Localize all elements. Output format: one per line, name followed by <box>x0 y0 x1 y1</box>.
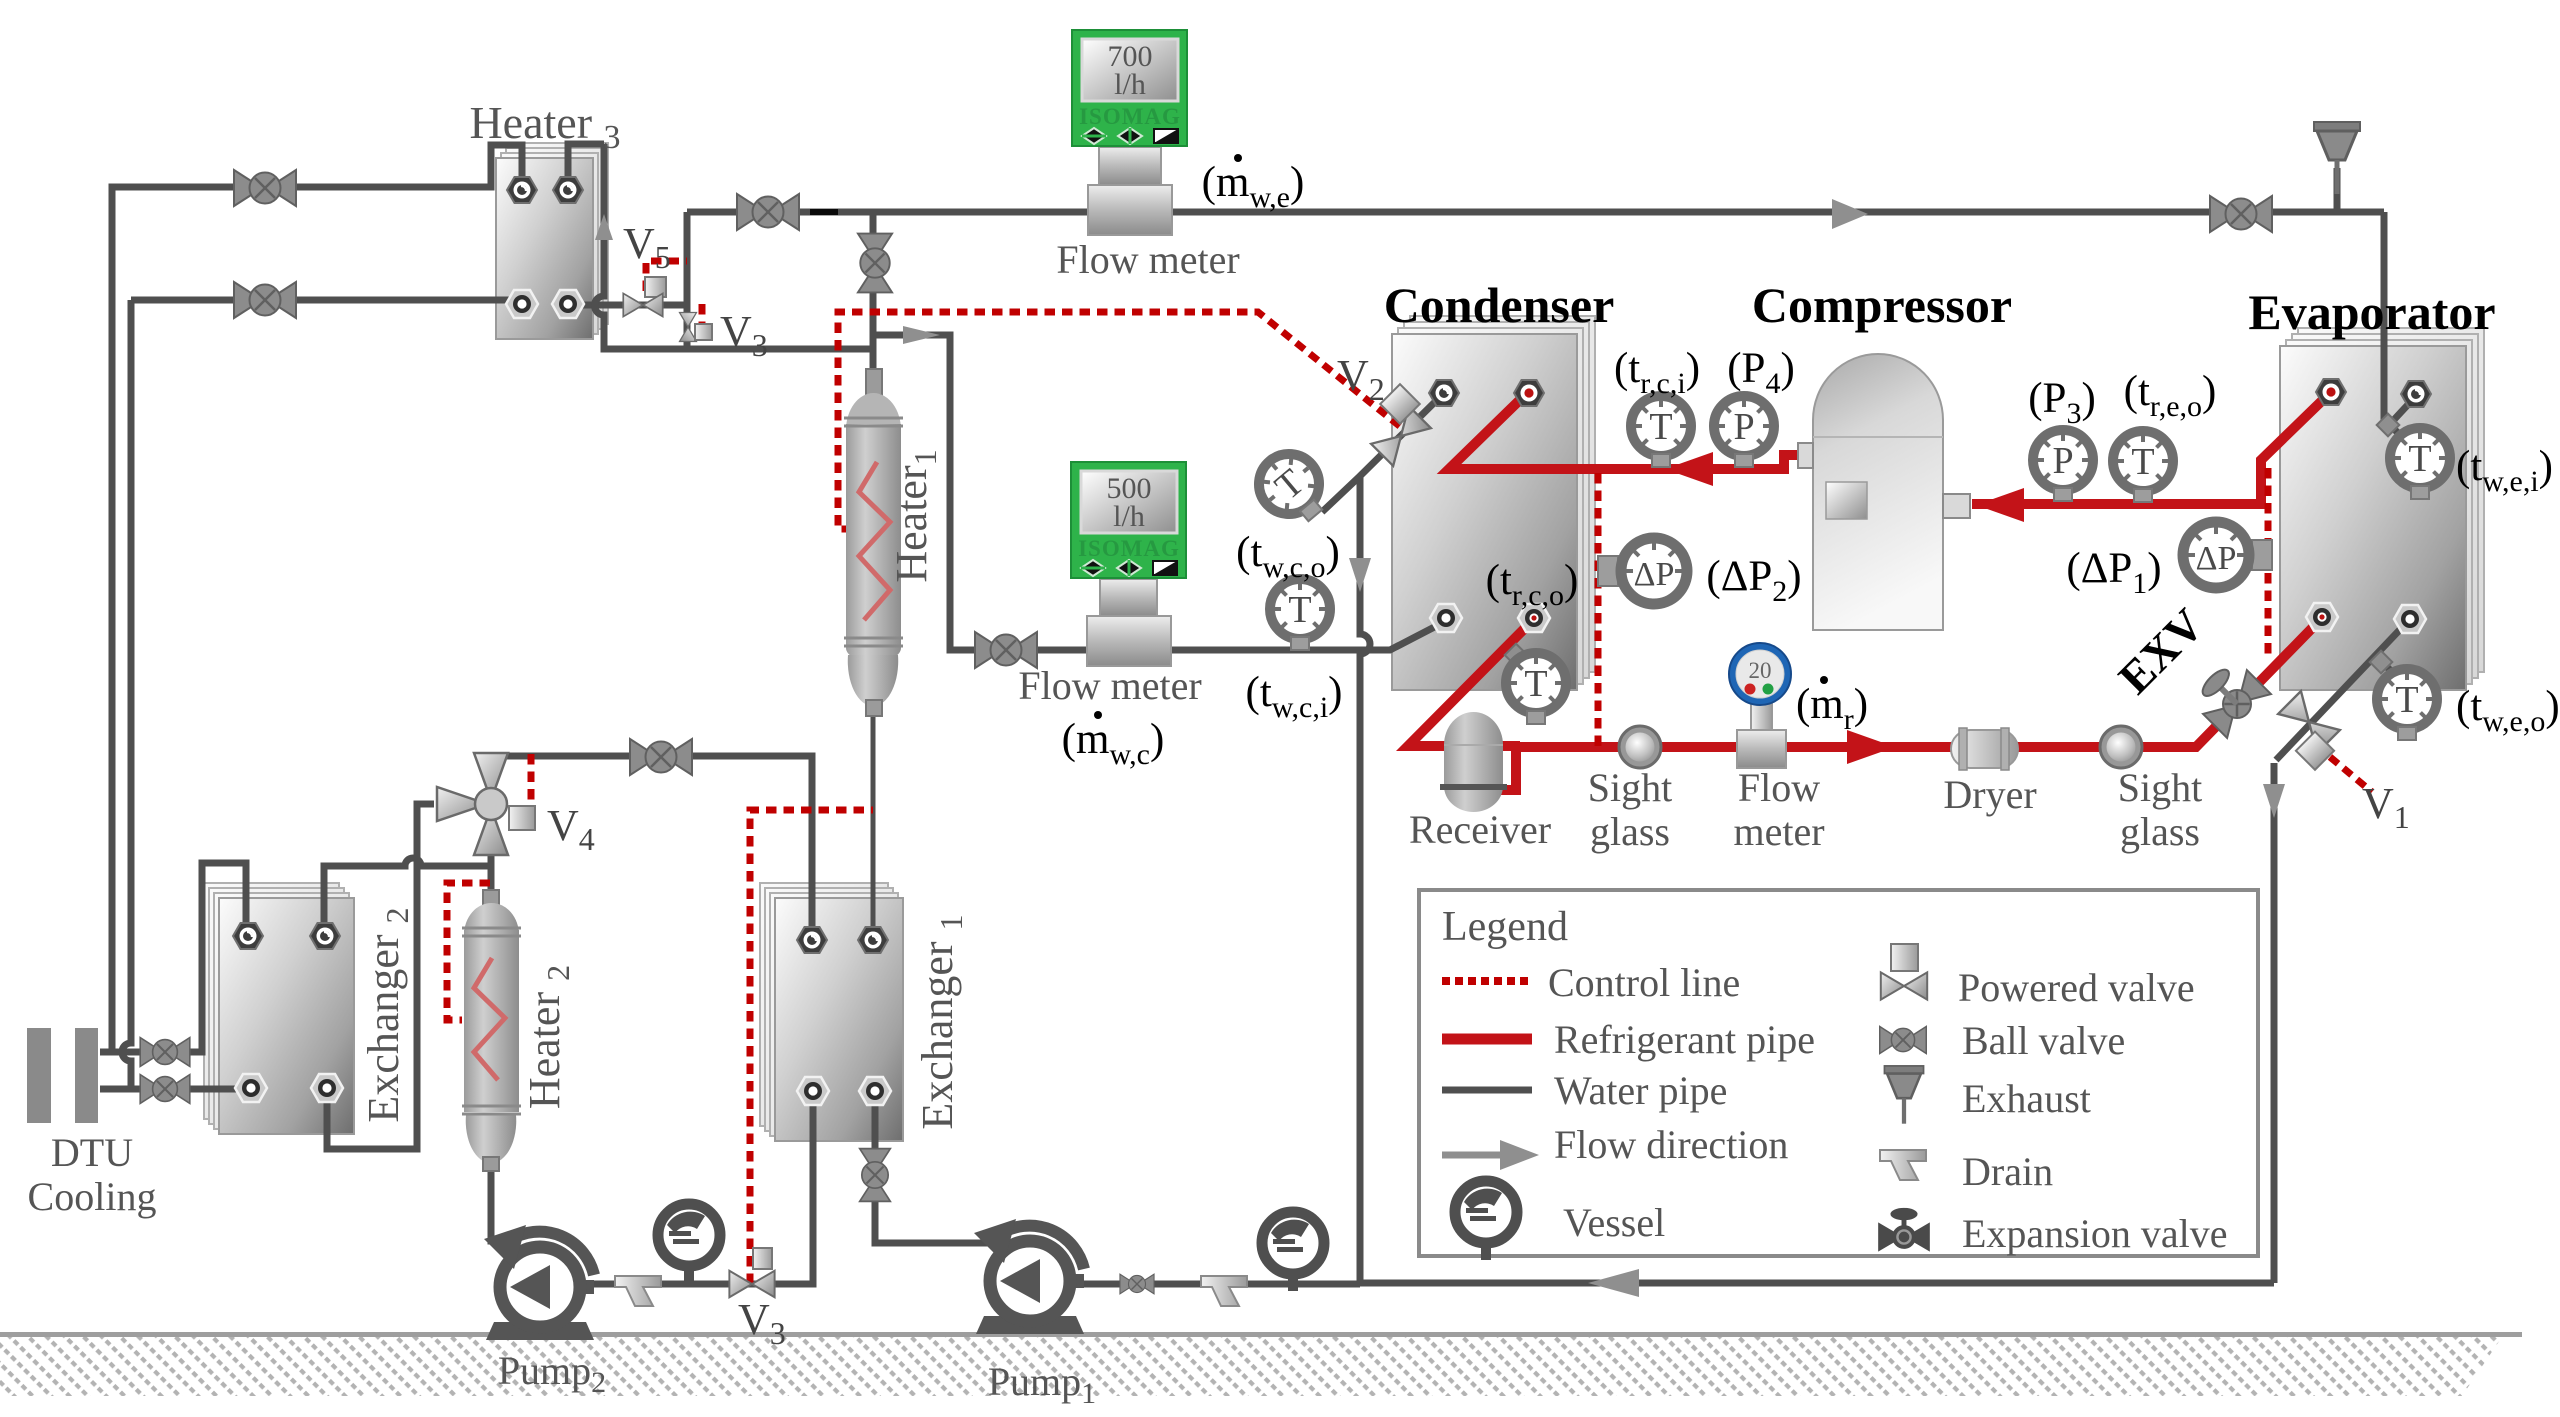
svg-text:Exchanger 1: Exchanger 1 <box>913 914 969 1129</box>
svg-text:Vessel: Vessel <box>1563 1200 1665 1245</box>
svg-text:Water pipe: Water pipe <box>1554 1068 1727 1113</box>
svg-text:Cooling: Cooling <box>28 1174 157 1219</box>
svg-text:ISOMAG: ISOMAG <box>1078 536 1180 561</box>
svg-text:Flow meter: Flow meter <box>1018 663 1201 708</box>
svg-text:l/h: l/h <box>1114 68 1146 101</box>
svg-text:DTU: DTU <box>51 1130 133 1175</box>
svg-text:Flow meter: Flow meter <box>1056 237 1239 282</box>
svg-text:700: 700 <box>1108 40 1153 73</box>
svg-text:Condenser: Condenser <box>1384 277 1615 333</box>
svg-text:Legend: Legend <box>1442 904 1568 950</box>
svg-text:V3: V3 <box>738 1295 786 1351</box>
svg-text:l/h: l/h <box>1113 500 1145 533</box>
svg-text:Control line: Control line <box>1548 960 1740 1005</box>
svg-text:(ΔP1): (ΔP1) <box>2066 545 2161 600</box>
svg-text:(P3): (P3) <box>2028 375 2096 430</box>
svg-text:Refrigerant pipe: Refrigerant pipe <box>1554 1017 1815 1062</box>
svg-text:Pump1: Pump1 <box>988 1359 1096 1410</box>
svg-text:Drain: Drain <box>1962 1149 2053 1194</box>
svg-text:Pump2: Pump2 <box>498 1348 606 1399</box>
svg-text:glass: glass <box>1590 809 1670 854</box>
svg-text:Ball valve: Ball valve <box>1962 1018 2125 1063</box>
svg-text:Heater 3: Heater 3 <box>469 97 620 156</box>
svg-text:V4: V4 <box>547 801 595 857</box>
svg-text:Expansion valve: Expansion valve <box>1962 1211 2228 1256</box>
svg-text:ISOMAG: ISOMAG <box>1079 104 1181 129</box>
svg-text:Heater 2: Heater 2 <box>520 965 576 1109</box>
svg-text:Dryer: Dryer <box>1943 772 2036 817</box>
svg-text:20: 20 <box>1749 658 1772 683</box>
svg-text:Heater1: Heater1 <box>887 449 943 582</box>
svg-text:Sight: Sight <box>1588 765 1672 810</box>
svg-text:(ΔP2): (ΔP2) <box>1706 553 1801 608</box>
svg-text:Flow: Flow <box>1738 765 1820 810</box>
svg-text:Flow direction: Flow direction <box>1554 1122 1788 1167</box>
svg-text:(P4): (P4) <box>1727 345 1795 400</box>
svg-text:500: 500 <box>1107 472 1152 505</box>
svg-text:Sight: Sight <box>2118 765 2202 810</box>
svg-text:Powered valve: Powered valve <box>1958 965 2195 1010</box>
svg-text:(mr): (mr) <box>1796 681 1868 736</box>
svg-text:glass: glass <box>2120 809 2200 854</box>
svg-text:Exchanger 2: Exchanger 2 <box>359 907 415 1122</box>
svg-text:Evaporator: Evaporator <box>2248 284 2495 340</box>
svg-text:meter: meter <box>1733 809 1824 854</box>
svg-text:Compressor: Compressor <box>1752 277 2012 333</box>
svg-text:Exhaust: Exhaust <box>1962 1076 2091 1121</box>
svg-text:Receiver: Receiver <box>1409 807 1551 852</box>
